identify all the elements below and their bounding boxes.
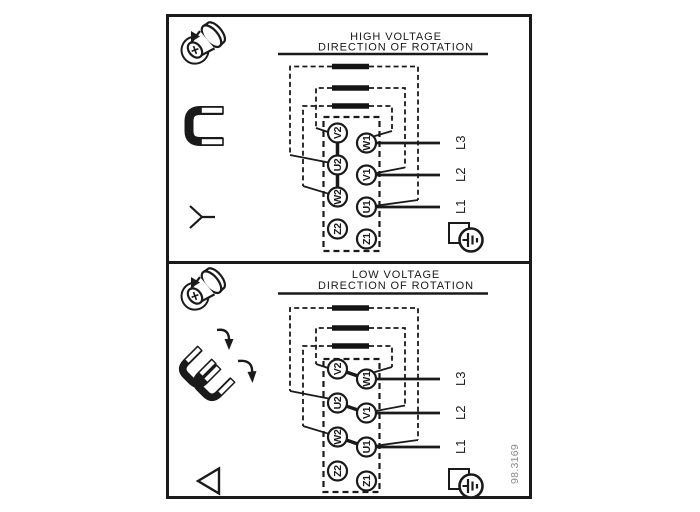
terminal-label-Z1: Z1 — [361, 475, 373, 487]
panel-title: HIGH VOLTAGE DIRECTION OF ROTATION — [278, 31, 488, 56]
terminal-label-W1: W1 — [361, 135, 373, 151]
terminal-V1 — [355, 402, 378, 424]
terminal-Z2 — [326, 218, 349, 240]
line-label-L2: L2 — [453, 168, 468, 182]
line-label-L3: L3 — [453, 136, 468, 150]
diagram-frame — [166, 14, 532, 499]
winding-bar-v — [332, 325, 369, 331]
terminal-W2 — [326, 426, 349, 448]
terminal-label-W2: W2 — [332, 429, 344, 445]
winding-bar-w — [332, 103, 369, 109]
terminal-label-Z2: Z2 — [332, 223, 344, 235]
terminal-label-V2: V2 — [332, 362, 344, 375]
terminal-labels: V2 U2 W2 Z2 W1 V1 U1 Z1 — [332, 126, 373, 244]
terminal-label-W2: W2 — [332, 189, 344, 205]
drawing-number: 98.3169 — [490, 438, 542, 490]
terminal-Z1 — [355, 228, 378, 250]
terminal-label-V1: V1 — [361, 406, 373, 419]
line-label-L3: L3 — [453, 372, 468, 386]
terminal-label-U2: U2 — [332, 158, 344, 171]
panel-title-line1: LOW VOLTAGE — [352, 269, 440, 281]
terminal-V2 — [326, 122, 349, 144]
terminal-label-V1: V1 — [361, 168, 373, 181]
winding-bar-v — [332, 85, 369, 91]
delta-connection-icon — [195, 466, 221, 496]
terminal-label-U1: U1 — [361, 200, 373, 213]
panel-title-line2: DIRECTION OF ROTATION — [318, 280, 474, 292]
earth-terminal-icon — [447, 221, 484, 253]
jumper-removal-icon — [177, 328, 257, 403]
winding-bar-u — [332, 305, 369, 311]
terminal-label-U1: U1 — [361, 440, 373, 453]
star-connection-icon — [189, 205, 215, 229]
terminal-Z1 — [355, 470, 378, 492]
terminals — [326, 122, 378, 250]
drawing-number-text: 98.3169 — [509, 443, 521, 485]
terminal-U2 — [326, 392, 349, 414]
terminal-V2 — [326, 358, 349, 380]
line-label-L1: L1 — [453, 200, 468, 214]
terminal-U1 — [355, 436, 378, 458]
terminal-label-V2: V2 — [332, 126, 344, 139]
terminal-W2 — [326, 186, 349, 208]
terminal-W1 — [355, 368, 378, 390]
terminal-block — [322, 115, 381, 253]
winding-bars — [332, 63, 369, 109]
winding-bar-w — [332, 343, 369, 349]
terminal-Z2 — [326, 460, 349, 482]
terminal-U1 — [355, 196, 378, 218]
winding-bar-u — [332, 63, 369, 70]
line-label-L1: L1 — [453, 440, 468, 454]
motor-winding-wires — [289, 307, 419, 447]
terminal-block — [322, 357, 381, 494]
panel-title: LOW VOLTAGE DIRECTION OF ROTATION — [278, 269, 488, 295]
winding-bars — [332, 305, 369, 349]
supply-lines — [376, 141, 440, 209]
panel-title-line1: HIGH VOLTAGE — [350, 31, 442, 43]
line-label-L2: L2 — [453, 406, 468, 420]
panel-low-voltage: LOW VOLTAGE DIRECTION OF ROTATION — [168, 264, 488, 497]
terminal-U2 — [326, 154, 349, 176]
terminal-label-U2: U2 — [332, 396, 344, 409]
terminal-label-Z2: Z2 — [332, 465, 344, 477]
terminal-V1 — [355, 164, 378, 186]
earth-terminal-icon — [447, 467, 484, 497]
terminal-label-Z1: Z1 — [361, 233, 373, 245]
terminal-label-W1: W1 — [361, 371, 373, 387]
supply-lines — [376, 377, 440, 449]
jumper-link-icon — [189, 107, 223, 145]
terminal-labels: V2 U2 W2 Z2 W1 V1 U1 Z1 — [332, 362, 373, 486]
terminal-screw-rotation-icon — [180, 17, 230, 65]
panel-title-line2: DIRECTION OF ROTATION — [318, 42, 474, 54]
terminal-screw-rotation-icon — [180, 264, 230, 311]
panel-divider — [166, 261, 532, 264]
terminal-W1 — [355, 132, 378, 154]
removal-arrowhead-icon — [247, 371, 257, 383]
removal-arrowhead-icon — [224, 339, 234, 350]
panel-high-voltage: HIGH VOLTAGE DIRECTION OF ROTATION — [180, 17, 488, 253]
terminals — [326, 358, 378, 492]
